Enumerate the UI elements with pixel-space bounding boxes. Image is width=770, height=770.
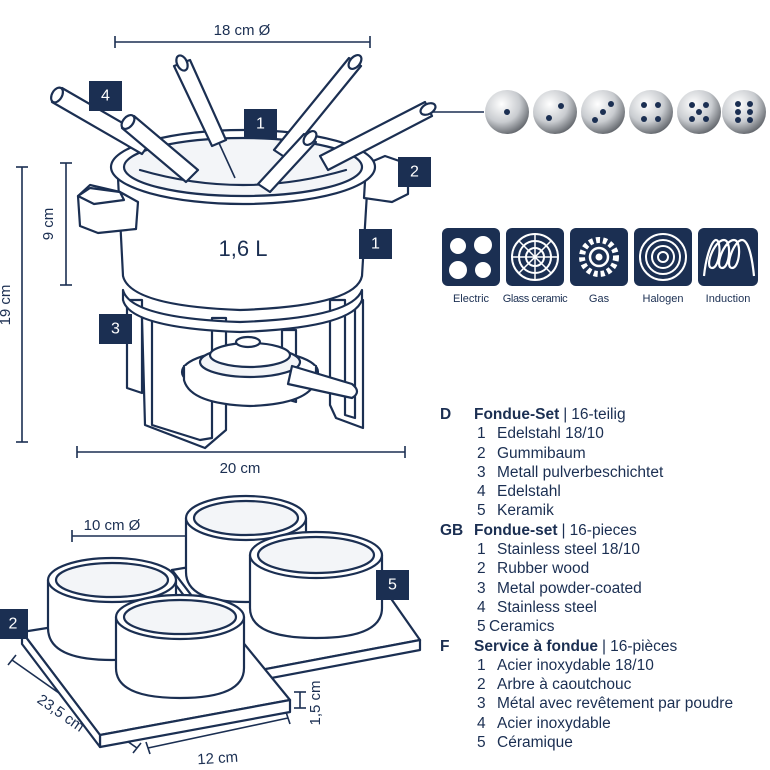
gas-hob-icon — [570, 228, 628, 286]
badge-bowls: 5 — [376, 570, 409, 600]
halogen-hob-icon — [634, 228, 692, 286]
svg-text:1: 1 — [256, 116, 265, 133]
legend-subtitle-de: 16-teilig — [571, 406, 626, 423]
badge-board: 2 — [0, 609, 28, 639]
svg-text:4: 4 — [101, 88, 110, 105]
fork-marker-1 — [485, 90, 529, 134]
fork-marker-3 — [581, 90, 625, 134]
board-thickness-label: 1,5 cm — [307, 680, 324, 725]
hob-label-electric: Electric — [453, 293, 490, 305]
svg-text:3: 3 — [111, 321, 120, 338]
fondue-pot-illustration: 1,6 L — [50, 53, 484, 450]
total-height-label: 19 cm — [0, 285, 14, 326]
badge-pot-rim: 1 — [244, 109, 277, 139]
dimension-pot-diameter: 18 cm Ø — [114, 22, 371, 48]
fork-marker-4 — [629, 90, 673, 134]
legend-title-de: Fondue-Set — [474, 406, 560, 423]
base-width-label: 20 cm — [220, 460, 261, 477]
dimension-pot-height: 9 cm — [40, 162, 72, 286]
badge-handle: 2 — [398, 157, 431, 187]
fork-marker-5 — [677, 90, 721, 134]
legend-title-f: Service à fondue — [474, 637, 599, 655]
legend-title-gb: Fondue-set — [474, 521, 558, 539]
svg-text:1: 1 — [371, 236, 380, 253]
badge-pot-body: 1 — [359, 229, 392, 259]
svg-text:5: 5 — [388, 577, 397, 594]
hob-label-halogen: Halogen — [643, 293, 684, 305]
legend-lang-de: D — [440, 406, 452, 423]
glass-ceramic-hob-icon — [506, 228, 564, 286]
hob-label-glass-ceramic: Glass ceramic — [503, 293, 568, 305]
dimension-bowl-diameter: 10 cm Ø — [71, 517, 191, 542]
legend-lang-f: F — [440, 637, 450, 655]
hob-label-induction: Induction — [706, 293, 751, 305]
badge-fork: 4 — [89, 81, 122, 111]
bowl-diameter-label: 10 cm Ø — [84, 517, 141, 534]
hob-label-gas: Gas — [589, 293, 610, 305]
fork-marker-6 — [722, 90, 766, 134]
legend-heading-de: D Fondue-Set|16-teilig — [440, 406, 626, 423]
dimension-board-thickness: 1,5 cm — [294, 680, 324, 726]
dimension-board-width: 12 cm — [145, 711, 291, 769]
svg-text:2: 2 — [410, 164, 419, 181]
legend-heading-gb: GB Fondue-set|16-pieces — [440, 521, 637, 539]
legend-heading-f: F Service à fondue|16-pièces — [440, 637, 678, 655]
ceramic-bowls-illustration — [20, 494, 422, 749]
induction-hob-icon — [698, 228, 758, 286]
legend-subtitle-gb: 16-pieces — [569, 521, 637, 539]
hob-icons: Electric Glass ceramic Gas Halogen Induc… — [442, 228, 758, 305]
pot-volume-label: 1,6 L — [219, 236, 268, 261]
legend-lang-gb: GB — [440, 521, 464, 539]
dimension-base-width: 20 cm — [76, 446, 406, 477]
legend-subtitle-f: 16-pièces — [610, 637, 678, 655]
board-width-label: 12 cm — [197, 749, 239, 769]
electric-hob-icon — [442, 228, 500, 286]
dimension-total-height: 19 cm — [0, 166, 28, 443]
pot-diameter-label: 18 cm Ø — [214, 22, 271, 39]
fork-marker-2 — [533, 90, 577, 134]
pot-height-label: 9 cm — [40, 208, 57, 241]
svg-text:2: 2 — [9, 616, 18, 633]
fork-color-markers — [485, 90, 766, 134]
badge-stand: 3 — [99, 314, 132, 344]
